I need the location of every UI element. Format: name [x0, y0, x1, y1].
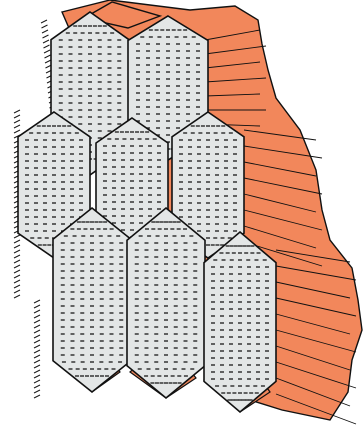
hair-line — [14, 120, 20, 123]
hair-line — [34, 380, 40, 383]
hair-line — [14, 245, 20, 248]
hair-line — [34, 300, 40, 303]
hair-line — [14, 125, 20, 128]
hair-line — [34, 370, 40, 373]
hair-line — [34, 330, 40, 333]
hair-line — [14, 295, 20, 298]
hair-line — [34, 305, 40, 308]
hair-line — [14, 130, 20, 133]
hair-line — [14, 110, 20, 113]
hair-line — [34, 365, 40, 368]
hair-line — [43, 35, 49, 38]
hair-line — [44, 50, 50, 53]
hair-line — [44, 45, 50, 48]
hair-line — [14, 290, 20, 293]
hair-line — [34, 360, 40, 363]
hair-line — [42, 25, 48, 28]
hair-line — [45, 60, 51, 63]
hair-line — [43, 40, 49, 43]
hair-line — [34, 385, 40, 388]
hair-line — [34, 340, 40, 343]
hair-line — [34, 335, 40, 338]
hair-line — [45, 55, 51, 58]
hair-line — [14, 235, 20, 238]
cell-face — [204, 232, 276, 412]
hair-line — [14, 280, 20, 283]
hair-line — [14, 255, 20, 258]
hair-line — [14, 115, 20, 118]
hair-line — [34, 320, 40, 323]
hair-line — [42, 30, 48, 33]
hair-line — [34, 375, 40, 378]
hair-line — [14, 240, 20, 243]
hair-line — [14, 270, 20, 273]
hair-line — [34, 345, 40, 348]
hair-line — [34, 355, 40, 358]
hair-line — [34, 390, 40, 393]
hair-line — [14, 285, 20, 288]
hair-line — [14, 265, 20, 268]
hair-line — [41, 20, 47, 23]
hair-line — [34, 310, 40, 313]
hair-line — [34, 350, 40, 353]
hair-line — [14, 250, 20, 253]
hair-line — [14, 260, 20, 263]
hair-line — [14, 275, 20, 278]
hair-line — [34, 395, 40, 398]
hair-line — [34, 325, 40, 328]
hair-line — [34, 315, 40, 318]
